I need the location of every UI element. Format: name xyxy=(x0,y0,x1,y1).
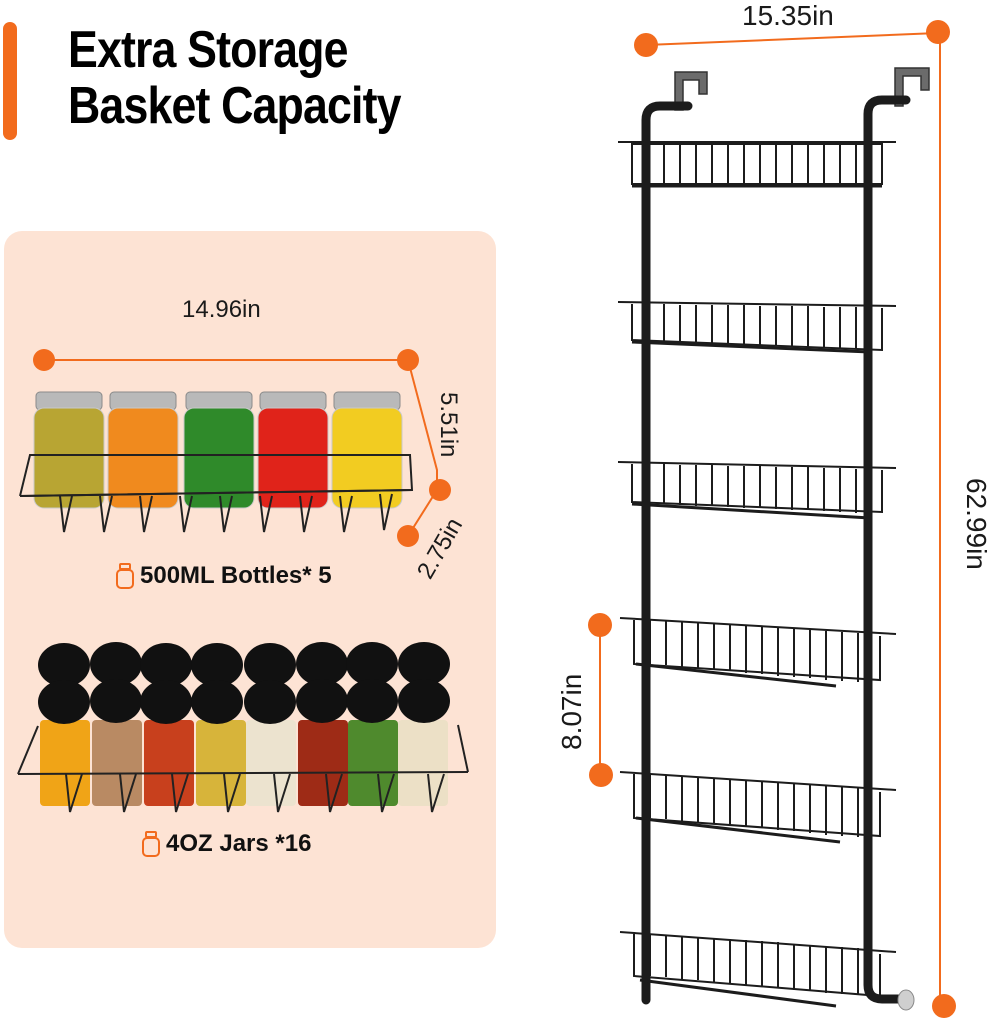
rack-frame xyxy=(641,95,911,1005)
basket-width-label: 14.96in xyxy=(182,296,261,323)
bottle-group xyxy=(33,391,403,509)
bottles-capacity-text: 500ML Bottles* 5 xyxy=(140,562,332,589)
basket-1 xyxy=(618,141,896,188)
jars-capacity-label: 4OZ Jars *16 xyxy=(142,830,311,858)
basket-6 xyxy=(619,931,897,1008)
rack-width-label: 15.35in xyxy=(742,0,834,31)
bottles-capacity-label: 500ML Bottles* 5 xyxy=(116,562,332,590)
spice-basket xyxy=(17,724,469,813)
basket-5 xyxy=(619,771,897,844)
capacity-panel xyxy=(4,231,496,948)
mason-jar-icon xyxy=(116,563,134,589)
door-hooks xyxy=(674,67,930,111)
basket-illustrations xyxy=(17,349,469,813)
basket-4 xyxy=(619,617,897,688)
rack-baskets xyxy=(617,141,897,1008)
dimension-dots xyxy=(33,349,451,547)
title-line-2: Basket Capacity xyxy=(68,77,401,135)
rack-dimension-lines xyxy=(599,32,941,1006)
basket-3 xyxy=(617,461,897,520)
bottle-basket xyxy=(19,454,414,533)
spice-jar-front-row xyxy=(38,679,450,806)
basket-2 xyxy=(617,301,897,354)
spice-jar-back-row xyxy=(38,642,450,687)
page-title: Extra Storage Basket Capacity xyxy=(68,22,401,134)
title-accent-bar xyxy=(3,22,17,140)
rack-dimension-dots xyxy=(588,20,956,1018)
rack-height-label: 62.99in xyxy=(961,478,992,570)
title-line-1: Extra Storage xyxy=(68,21,348,79)
mason-jar-icon xyxy=(142,831,160,857)
shelf-spacing-label: 8.07in xyxy=(556,673,587,750)
door-bumper xyxy=(897,989,915,1011)
jars-capacity-text: 4OZ Jars *16 xyxy=(166,830,312,857)
